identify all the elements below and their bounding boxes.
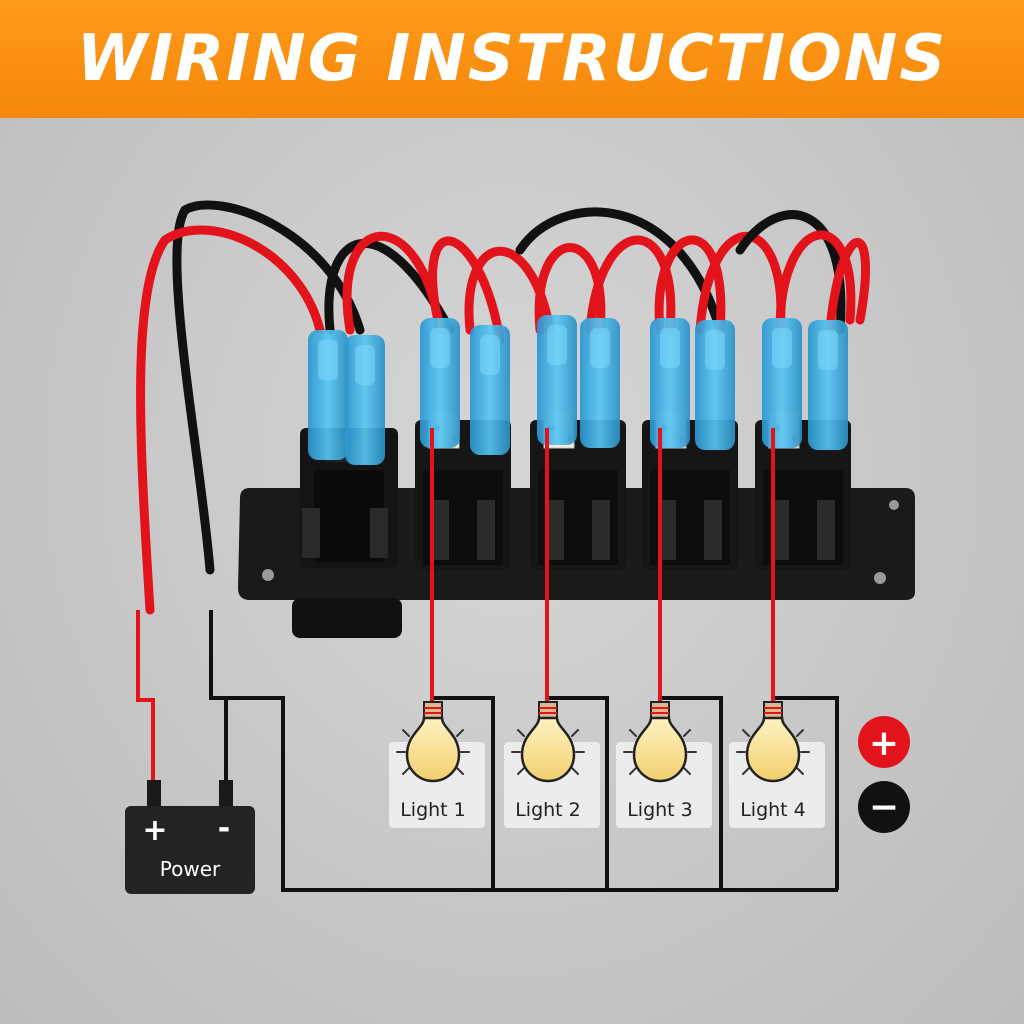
- blue-connector: [420, 318, 460, 448]
- positive-legend-icon: [858, 716, 910, 768]
- connectors: [308, 315, 848, 465]
- light-2: Light 2: [504, 701, 600, 828]
- light-rays-icon: [396, 729, 470, 775]
- light-bulb-icon: [405, 716, 461, 783]
- blue-connector: [695, 320, 735, 450]
- positive-legend-symbol: +: [869, 723, 899, 764]
- lights-group: Light 1 Light 2 Light 3 Light 4: [389, 701, 825, 828]
- light-rays-icon: [736, 729, 810, 775]
- blue-connector: [808, 320, 848, 450]
- bulb-base-icon: [763, 701, 783, 719]
- page-title: WIRING INSTRUCTIONS: [76, 22, 948, 96]
- light-label: Light 4: [740, 799, 806, 821]
- rocker-switch: +: [642, 409, 738, 570]
- rocker-switch: +: [415, 409, 511, 570]
- schematic-wires: [136, 428, 839, 892]
- blue-connector: [308, 330, 348, 460]
- light-label: Light 2: [515, 799, 581, 821]
- blue-connector: [650, 318, 690, 448]
- battery-positive-symbol: +: [142, 813, 167, 848]
- light-4: Light 4: [729, 701, 825, 828]
- blue-connector: [345, 335, 385, 465]
- power-label: Power: [160, 857, 221, 881]
- light-3: Light 3: [616, 701, 712, 828]
- light-1: Light 1: [389, 701, 485, 828]
- light-label: Light 1: [400, 799, 466, 821]
- light-bulb-icon: [520, 716, 576, 783]
- negative-legend-icon: [858, 781, 910, 833]
- light-bulb-icon: [632, 716, 688, 783]
- light-bulb-icon: [745, 716, 801, 783]
- blue-connector: [470, 325, 510, 455]
- light-label: Light 3: [627, 799, 693, 821]
- title-banner: WIRING INSTRUCTIONS: [0, 0, 1024, 118]
- light-rays-icon: [623, 729, 697, 775]
- bulb-base-icon: [650, 701, 670, 719]
- battery-negative-symbol: -: [218, 811, 230, 846]
- rocker-switches: ++++: [415, 409, 851, 570]
- power-battery: + - Power: [125, 780, 255, 894]
- blue-connector: [537, 315, 577, 445]
- polarity-legend: + −: [858, 716, 910, 833]
- bulb-base-icon: [423, 701, 443, 719]
- blue-connector: [580, 318, 620, 448]
- wire-bundle: [136, 200, 870, 615]
- bulb-base-icon: [538, 701, 558, 719]
- blue-connector: [762, 318, 802, 448]
- negative-legend-symbol: −: [869, 787, 899, 828]
- light-rays-icon: [511, 729, 585, 775]
